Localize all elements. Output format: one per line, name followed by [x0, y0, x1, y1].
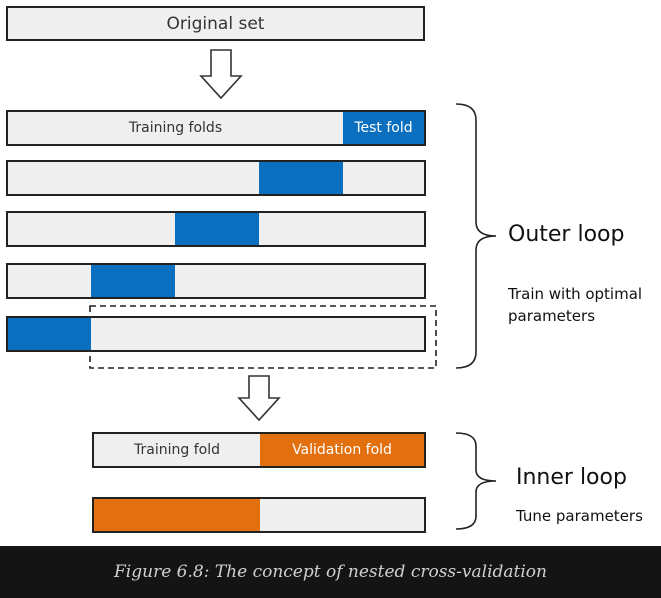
outer-loop-brace [455, 103, 497, 369]
outer-row-2 [6, 160, 426, 196]
outer-note-line-2: parameters [508, 307, 596, 325]
inner-loop-note: Tune parameters [516, 507, 643, 525]
inner-row-1: Training fold Validation fold [92, 432, 426, 468]
validation-fold-segment [94, 499, 260, 531]
original-set-box: Original set [6, 6, 425, 41]
down-arrow-icon [237, 375, 281, 422]
inner-loop-brace [455, 432, 497, 530]
test-fold-segment [175, 213, 259, 245]
outer-row-1: Training folds Test fold [6, 110, 426, 146]
validation-fold-segment: Validation fold [260, 434, 424, 466]
outer-loop-label: Outer loop [508, 222, 625, 247]
down-arrow-icon [199, 49, 243, 100]
outer-loop-note: Train with optimal parameters [508, 283, 642, 327]
outer-row-3 [6, 211, 426, 247]
original-set-label: Original set [166, 13, 265, 34]
training-folds-label: Training folds [128, 120, 223, 136]
validation-fold-label: Validation fold [292, 442, 392, 458]
training-folds-segment: Training folds [8, 112, 343, 144]
outer-row-4 [6, 263, 426, 299]
outer-note-line-1: Train with optimal [508, 285, 643, 303]
inner-row-2 [92, 497, 426, 533]
figure-caption: Figure 6.8: The concept of nested cross-… [114, 562, 547, 582]
training-fold-segment: Training fold [94, 434, 260, 466]
test-fold-segment: Test fold [343, 112, 424, 144]
test-fold-segment [91, 265, 175, 297]
test-fold-label: Test fold [354, 120, 413, 136]
caption-bar: Figure 6.8: The concept of nested cross-… [0, 546, 661, 598]
outer-row-5 [6, 316, 426, 352]
test-fold-segment [8, 318, 91, 350]
inner-loop-label: Inner loop [516, 465, 627, 490]
test-fold-segment [259, 162, 343, 194]
training-fold-label: Training fold [134, 442, 220, 458]
